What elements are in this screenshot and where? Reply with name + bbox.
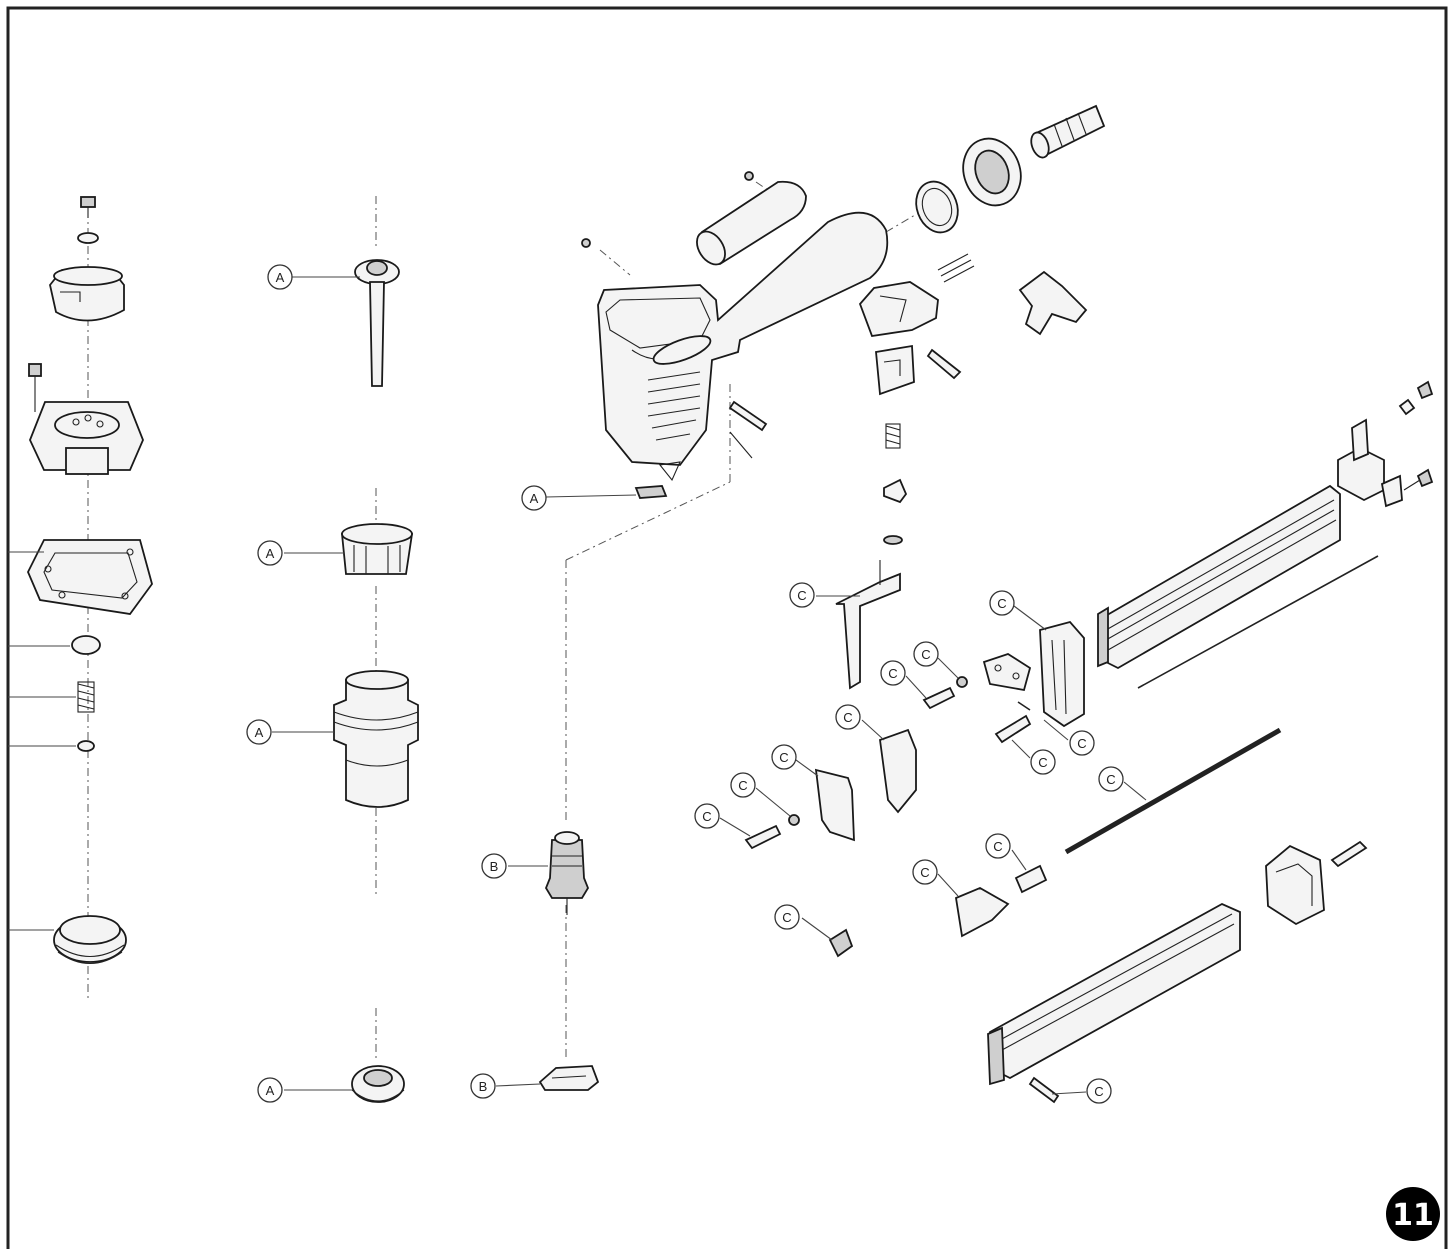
callout-a3: A xyxy=(257,540,283,566)
callout-c11-label: C xyxy=(1106,772,1115,787)
callout-a4: A xyxy=(246,719,272,745)
callout-b1-label: B xyxy=(490,859,499,874)
callout-c8-label: C xyxy=(779,750,788,765)
tool-body-parts xyxy=(581,104,1106,545)
callout-a1: A xyxy=(267,264,293,290)
callout-a5-label: A xyxy=(266,1083,275,1098)
middle-column-parts xyxy=(333,196,419,1103)
callout-c2-label: C xyxy=(997,596,1006,611)
callout-c10: C xyxy=(694,803,720,829)
callout-c10-label: C xyxy=(702,809,711,824)
callout-c14-label: C xyxy=(782,910,791,925)
callout-c7: C xyxy=(835,704,861,730)
callout-c15: C xyxy=(1086,1078,1112,1104)
callout-c3: C xyxy=(880,660,906,686)
callout-c5-label: C xyxy=(1077,736,1086,751)
left-column-parts xyxy=(8,196,153,1000)
page-frame xyxy=(6,6,1448,1249)
callout-b1: B xyxy=(481,853,507,879)
callout-b2-label: B xyxy=(479,1079,488,1094)
callout-c9: C xyxy=(730,772,756,798)
callout-c14: C xyxy=(774,904,800,930)
callout-c11: C xyxy=(1098,766,1124,792)
callout-a2: A xyxy=(521,485,547,511)
callout-b2: B xyxy=(470,1073,496,1099)
callout-c7-label: C xyxy=(843,710,852,725)
callout-c6: C xyxy=(1030,749,1056,775)
callout-c5: C xyxy=(1069,730,1095,756)
valve-parts xyxy=(538,380,731,1091)
callout-c12: C xyxy=(985,833,1011,859)
callout-c1-label: C xyxy=(797,588,806,603)
callout-c4: C xyxy=(913,641,939,667)
callout-a5: A xyxy=(257,1077,283,1103)
page-number: 11 xyxy=(1392,1198,1434,1233)
callouts: A A A A A B B C C C C C C C C C C C C C … xyxy=(246,264,1124,1104)
callout-c2: C xyxy=(989,590,1015,616)
callout-a3-label: A xyxy=(266,546,275,561)
callout-c8: C xyxy=(771,744,797,770)
callout-c15-label: C xyxy=(1094,1084,1103,1099)
callout-c6-label: C xyxy=(1038,755,1047,770)
callout-c3-label: C xyxy=(888,666,897,681)
callout-a1-label: A xyxy=(276,270,285,285)
callout-c13-label: C xyxy=(920,865,929,880)
callout-c1: C xyxy=(789,582,815,608)
callout-leaders xyxy=(272,276,1147,1095)
callout-c13: C xyxy=(912,859,938,885)
page-number-badge: 11 xyxy=(1386,1187,1440,1241)
callout-c4-label: C xyxy=(921,647,930,662)
callout-c12-label: C xyxy=(993,839,1002,854)
callout-a4-label: A xyxy=(255,725,264,740)
magazine-parts xyxy=(744,380,1434,1104)
callout-c9-label: C xyxy=(738,778,747,793)
callout-a2-label: A xyxy=(530,491,539,506)
